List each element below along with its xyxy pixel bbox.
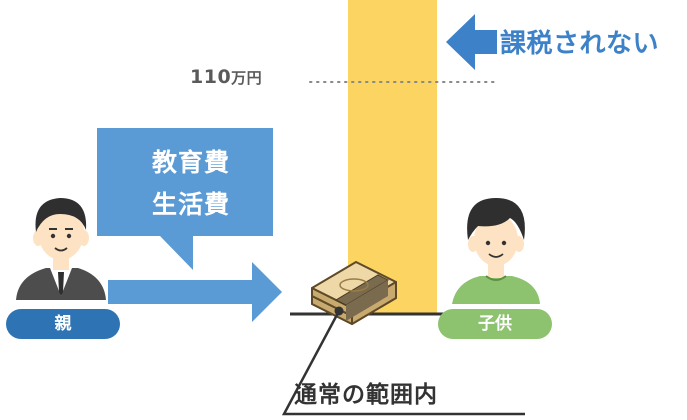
parent-label: 親 xyxy=(54,314,72,334)
parent-person-icon xyxy=(16,198,106,300)
normal-range-label: 通常の範囲内 xyxy=(294,382,438,408)
arrow-left-icon xyxy=(446,14,497,70)
bubble-line-living: 生活費 xyxy=(151,190,230,219)
threshold-label: 110万円 xyxy=(190,66,262,88)
money-bundle-icon xyxy=(311,261,397,325)
arrow-right-icon xyxy=(108,262,282,322)
child-pill xyxy=(438,309,552,339)
not-taxed-label: 課税されない xyxy=(500,29,660,59)
parent-pill xyxy=(6,309,120,339)
threshold-unit: 万円 xyxy=(231,69,263,87)
child-person-icon xyxy=(452,198,540,304)
pointer-line xyxy=(281,310,525,416)
threshold-value: 110 xyxy=(190,66,232,88)
bubble-line-education: 教育費 xyxy=(151,148,230,177)
child-label: 子供 xyxy=(478,314,512,334)
speech-bubble xyxy=(97,128,273,270)
limit-bar xyxy=(348,0,437,313)
